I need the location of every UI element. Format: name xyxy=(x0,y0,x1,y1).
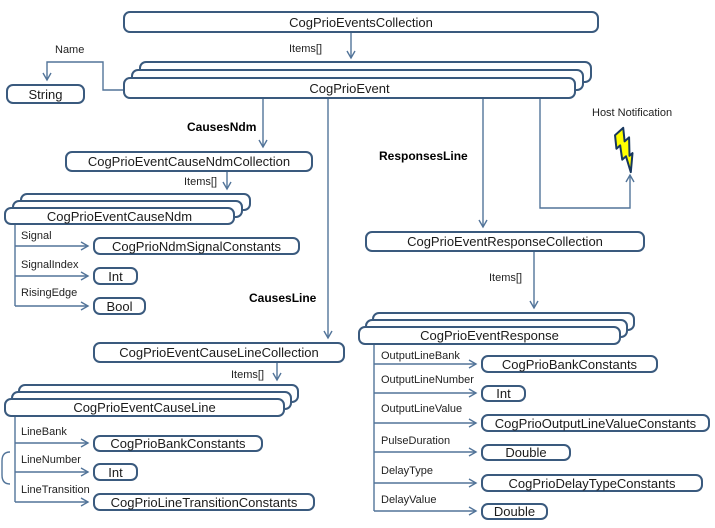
node-response-collection: CogPrioEventResponseCollection xyxy=(365,231,645,252)
label-delay-type: DelayType xyxy=(381,465,433,477)
node-line-int: Int xyxy=(93,463,138,481)
label-output-line-number: OutputLineNumber xyxy=(381,374,474,386)
label-items-line: Items[] xyxy=(231,369,265,381)
node-events-collection: CogPrioEventsCollection xyxy=(123,11,599,33)
node-delay-double: Double xyxy=(481,503,548,520)
label-delay-value: DelayValue xyxy=(381,494,437,506)
label-rising-edge: RisingEdge xyxy=(21,287,78,299)
node-line-bank-constants: CogPrioBankConstants xyxy=(93,435,263,452)
label-items-response: Items[] xyxy=(489,272,523,284)
edge-name xyxy=(42,61,123,91)
label-signal: Signal xyxy=(21,230,52,242)
label-name: Name xyxy=(55,44,85,56)
node-cause-ndm: CogPrioEventCauseNdm xyxy=(4,207,235,225)
partial-box-artifact xyxy=(1,451,11,485)
label-host-notification: Host Notification xyxy=(592,107,673,119)
node-response: CogPrioEventResponse xyxy=(358,326,621,345)
label-pulse-duration: PulseDuration xyxy=(381,435,451,447)
edge-host-notification xyxy=(539,99,635,209)
label-output-line-value: OutputLineValue xyxy=(381,403,463,415)
node-resp-int: Int xyxy=(481,385,526,402)
label-line-bank: LineBank xyxy=(21,426,67,438)
label-responses-line: ResponsesLine xyxy=(379,149,468,163)
node-cause-line-collection: CogPrioEventCauseLineCollection xyxy=(93,342,345,363)
node-ndm-int: Int xyxy=(93,267,138,285)
node-string: String xyxy=(6,84,85,104)
label-causes-line: CausesLine xyxy=(249,291,317,305)
node-line-transition-constants: CogPrioLineTransitionConstants xyxy=(93,493,315,511)
node-ndm-signal-constants: CogPrioNdmSignalConstants xyxy=(93,237,300,255)
node-cause-ndm-collection: CogPrioEventCauseNdmCollection xyxy=(65,151,313,172)
node-pulse-double: Double xyxy=(481,444,571,461)
node-cause-line: CogPrioEventCauseLine xyxy=(4,398,285,417)
label-line-transition: LineTransition xyxy=(21,484,90,496)
label-output-line-bank: OutputLineBank xyxy=(381,350,460,362)
label-causes-ndm: CausesNdm xyxy=(187,120,257,134)
node-event: CogPrioEvent xyxy=(123,77,576,99)
label-items-ndm: Items[] xyxy=(184,176,218,188)
node-ndm-bool: Bool xyxy=(93,297,146,315)
lightning-bolt-icon xyxy=(614,126,634,174)
label-signal-index: SignalIndex xyxy=(21,259,79,271)
label-items-top: Items[] xyxy=(289,43,323,55)
node-output-line-value-constants: CogPrioOutputLineValueConstants xyxy=(481,414,710,432)
node-resp-bank-constants: CogPrioBankConstants xyxy=(481,355,658,373)
label-line-number: LineNumber xyxy=(21,454,81,466)
node-delay-type-constants: CogPrioDelayTypeConstants xyxy=(481,474,703,492)
